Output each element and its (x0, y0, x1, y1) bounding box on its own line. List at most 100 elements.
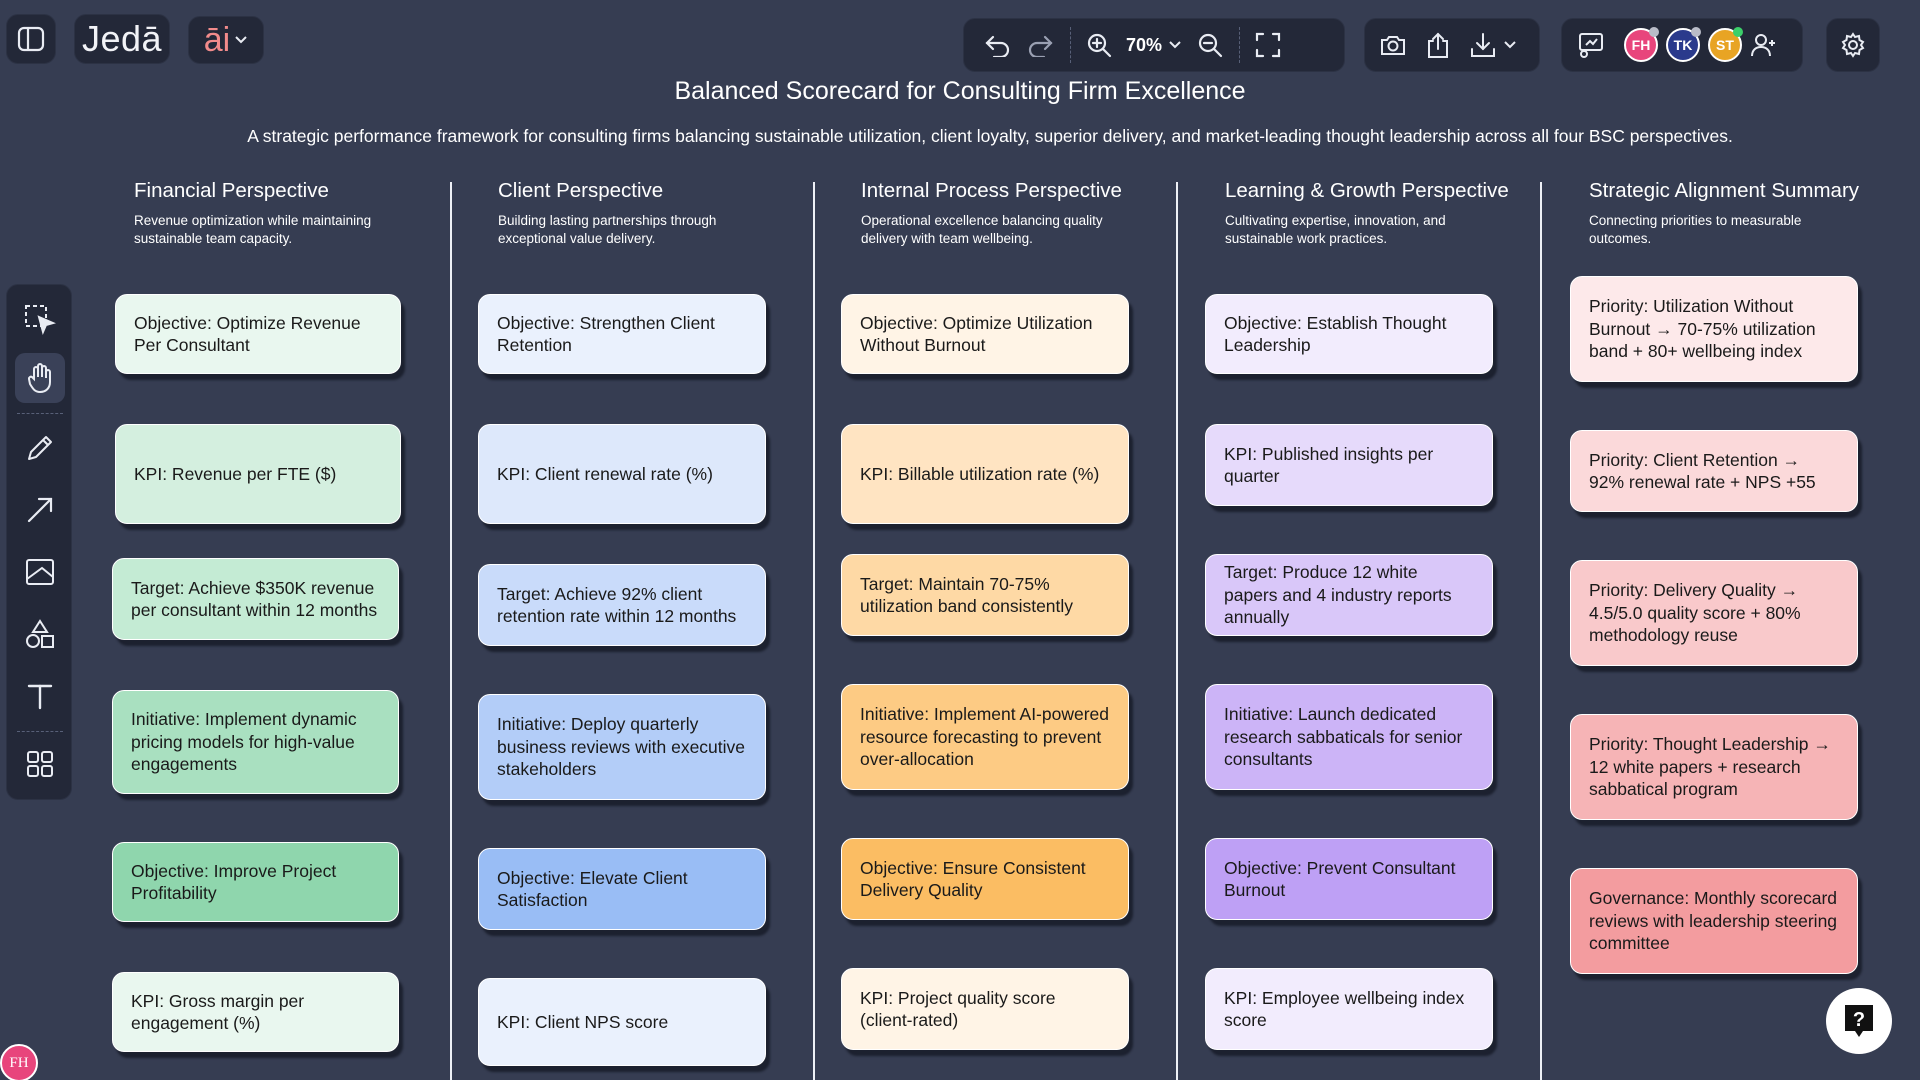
status-dot (1733, 27, 1743, 37)
scorecard-card[interactable]: KPI: Gross margin per engagement (%) (112, 972, 399, 1052)
upload-icon[interactable] (1425, 31, 1451, 59)
zoom-in-icon[interactable] (1079, 18, 1119, 72)
scorecard-card[interactable]: Objective: Optimize Utilization Without … (841, 294, 1129, 374)
chevron-down-icon (1504, 41, 1516, 49)
ai-menu-button[interactable]: āi (188, 16, 264, 64)
column-description: Revenue optimization while maintaining s… (134, 213, 372, 246)
camera-icon[interactable] (1379, 33, 1407, 57)
export-toolbar (1364, 18, 1540, 72)
avatar[interactable]: TK (1666, 27, 1701, 62)
scorecard-card[interactable]: KPI: Project quality score (client-rated… (841, 968, 1129, 1050)
chevron-down-icon (234, 35, 248, 45)
scorecard-card[interactable]: KPI: Employee wellbeing index score (1205, 968, 1493, 1050)
presentation-icon[interactable] (1576, 31, 1606, 59)
column-title: Strategic Alignment Summary (1589, 179, 1860, 202)
scorecard-card[interactable]: KPI: Revenue per FTE ($) (115, 424, 401, 524)
select-cursor-icon (23, 303, 57, 337)
avatar-initials: FH (1631, 37, 1651, 53)
column-header-summary: Strategic Alignment Summary Connecting p… (1589, 178, 1889, 248)
zoom-select[interactable]: 70% (1119, 18, 1189, 72)
text-tool[interactable] (15, 671, 65, 721)
scorecard-card[interactable]: Objective: Establish Thought Leadership (1205, 294, 1493, 374)
column-description: Cultivating expertise, innovation, and s… (1225, 213, 1446, 246)
scorecard-card[interactable]: Target: Produce 12 white papers and 4 in… (1205, 554, 1493, 636)
column-title: Financial Perspective (134, 179, 329, 202)
zoom-out-icon[interactable] (1189, 18, 1231, 72)
column-divider (450, 182, 452, 1080)
column-description: Operational excellence balancing quality… (861, 213, 1103, 246)
arrow-icon (25, 495, 55, 525)
scorecard-card[interactable]: KPI: Billable utilization rate (%) (841, 424, 1129, 524)
app-logo[interactable]: Jedā (74, 14, 170, 64)
scorecard-card[interactable]: Target: Achieve $350K revenue per consul… (112, 558, 399, 640)
shapes-tool[interactable] (15, 609, 65, 659)
avatar[interactable]: ST (1708, 27, 1743, 62)
avatar-initials: TK (1673, 37, 1693, 53)
column-divider (813, 182, 815, 1080)
collaborators-toolbar: FH TK ST (1561, 18, 1803, 72)
shapes-icon (24, 618, 56, 650)
templates-tool[interactable] (15, 739, 65, 789)
download-icon[interactable] (1469, 31, 1517, 59)
scorecard-card[interactable]: Target: Maintain 70-75% utilization band… (841, 554, 1129, 636)
arrow-tool[interactable] (15, 485, 65, 535)
redo-icon[interactable] (1018, 18, 1062, 72)
image-tool[interactable] (15, 547, 65, 597)
hand-tool[interactable] (15, 353, 65, 403)
gear-icon (1840, 32, 1866, 58)
avatar-initials: ST (1716, 37, 1734, 53)
current-user-avatar[interactable]: FH (0, 1044, 38, 1080)
column-description: Building lasting partnerships through ex… (498, 213, 717, 246)
scorecard-card[interactable]: Initiative: Launch dedicated research sa… (1205, 684, 1493, 790)
image-frame-icon (24, 557, 56, 587)
scorecard-card[interactable]: Priority: Thought Leadership → 12 white … (1570, 714, 1858, 820)
status-dot (1691, 27, 1701, 37)
toolbar-divider (1070, 27, 1071, 63)
scorecard-card[interactable]: Objective: Optimize Revenue Per Consulta… (115, 294, 401, 374)
toggle-sidebar-button[interactable] (6, 14, 56, 64)
scorecard-card[interactable]: Priority: Delivery Quality → 4.5/5.0 qua… (1570, 560, 1858, 666)
avatar[interactable]: FH (1624, 27, 1659, 62)
chevron-down-icon (1168, 40, 1182, 50)
ai-label: āi (203, 20, 231, 59)
scorecard-card[interactable]: Objective: Improve Project Profitability (112, 842, 399, 922)
scorecard-card[interactable]: Initiative: Implement AI-powered resourc… (841, 684, 1129, 790)
logo-text: Jedā (81, 18, 163, 59)
pencil-icon (25, 433, 55, 463)
scorecard-card[interactable]: Target: Achieve 92% client retention rat… (478, 564, 766, 646)
zoom-level: 70% (1125, 34, 1163, 55)
column-divider (1176, 182, 1178, 1080)
scorecard-card[interactable]: KPI: Published insights per quarter (1205, 424, 1493, 506)
scorecard-card[interactable]: Priority: Client Retention → 92% renewal… (1570, 430, 1858, 512)
scorecard-card[interactable]: Objective: Elevate Client Satisfaction (478, 848, 766, 930)
help-button[interactable]: ? (1826, 988, 1892, 1054)
column-title: Client Perspective (498, 179, 664, 202)
scorecard-card[interactable]: Objective: Ensure Consistent Delivery Qu… (841, 838, 1129, 920)
column-description: Connecting priorities to measurable outc… (1589, 213, 1802, 246)
tool-rail (6, 284, 72, 800)
column-header-client: Client Perspective Building lasting part… (498, 178, 798, 248)
hand-icon (25, 362, 55, 394)
select-tool[interactable] (15, 295, 65, 345)
scorecard-card[interactable]: Objective: Prevent Consultant Burnout (1205, 838, 1493, 920)
scorecard-card[interactable]: KPI: Client NPS score (478, 978, 766, 1066)
scorecard-card[interactable]: Objective: Strengthen Client Retention (478, 294, 766, 374)
undo-icon[interactable] (978, 18, 1018, 72)
column-divider (1540, 182, 1542, 1080)
scorecard-card[interactable]: Initiative: Implement dynamic pricing mo… (112, 690, 399, 794)
add-user-icon[interactable] (1750, 32, 1778, 58)
toolbar-divider (1239, 27, 1240, 63)
pencil-tool[interactable] (15, 423, 65, 473)
scorecard-card[interactable]: KPI: Client renewal rate (%) (478, 424, 766, 524)
canvas-title: Balanced Scorecard for Consulting Firm E… (674, 77, 1246, 105)
column-header-financial: Financial Perspective Revenue optimizati… (134, 178, 434, 248)
help-icon: ? (1843, 1003, 1875, 1039)
column-title: Learning & Growth Perspective (1225, 179, 1509, 202)
settings-button[interactable] (1826, 18, 1880, 72)
scorecard-card[interactable]: Governance: Monthly scorecard reviews wi… (1570, 868, 1858, 974)
sidebar-panel-icon (16, 24, 46, 54)
canvas-subtitle: A strategic performance framework for co… (247, 126, 1733, 146)
fit-to-screen-icon[interactable] (1248, 18, 1288, 72)
scorecard-card[interactable]: Initiative: Deploy quarterly business re… (478, 694, 766, 800)
scorecard-card[interactable]: Priority: Utilization Without Burnout → … (1570, 276, 1858, 382)
